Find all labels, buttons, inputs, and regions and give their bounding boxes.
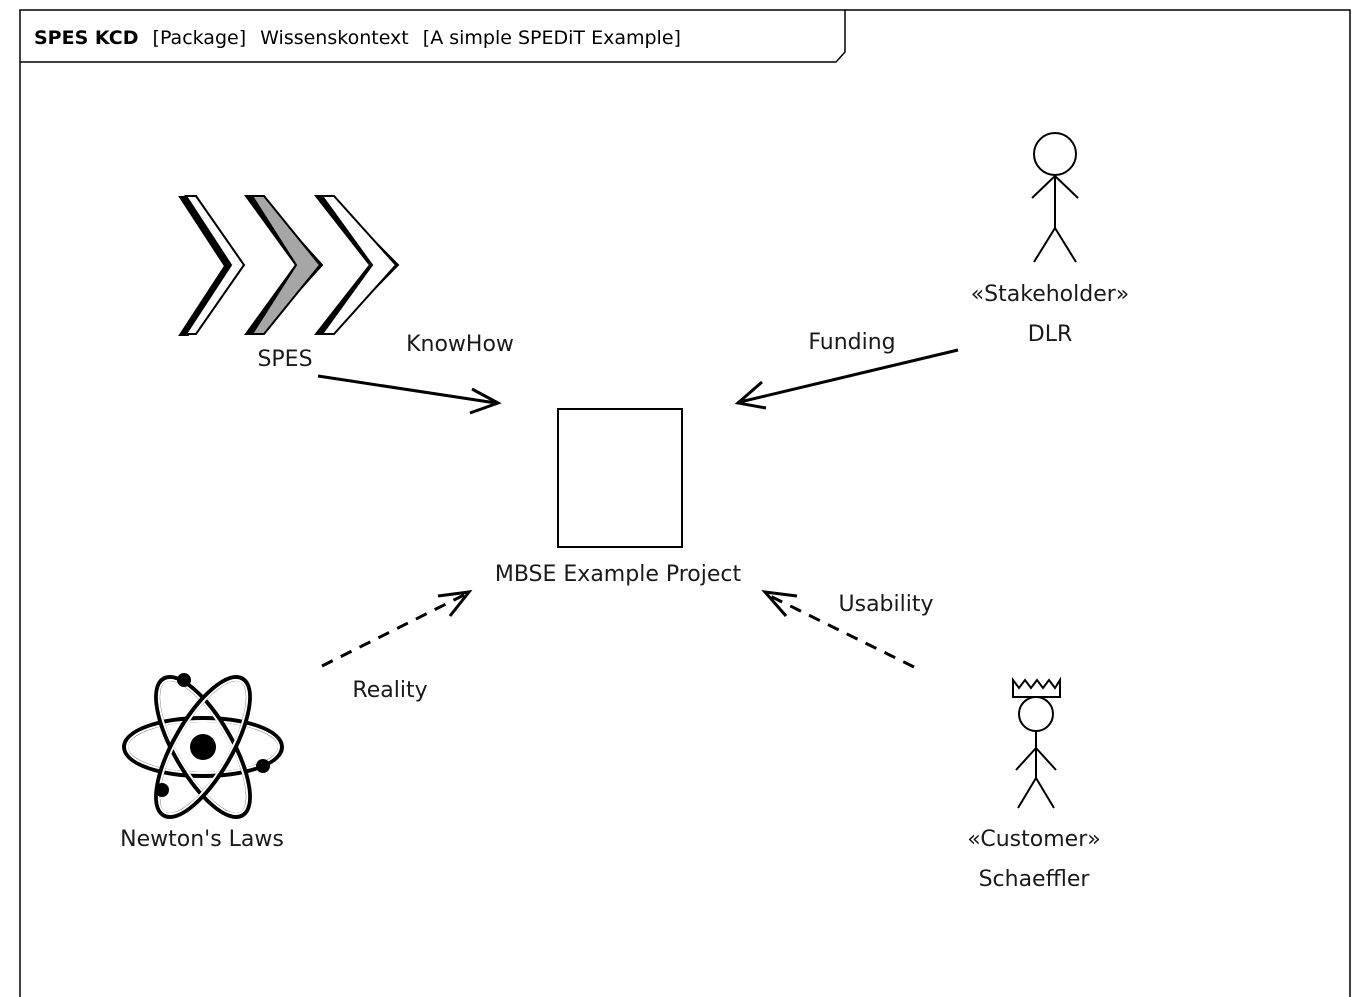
schaeffler-stereotype: «Customer»	[967, 827, 1100, 852]
schaeffler-label: Schaeffler	[979, 867, 1091, 892]
frame-context: [A simple SPEDiT Example]	[423, 27, 681, 49]
edge-funding[interactable]	[734, 348, 959, 410]
dlr-label: DLR	[1028, 322, 1072, 347]
atom-icon[interactable]	[122, 665, 284, 828]
edge-funding-label: Funding	[808, 330, 895, 355]
edge-reality-label: Reality	[352, 678, 427, 703]
stick-figure-icon[interactable]	[1031, 132, 1079, 263]
spes-label: SPES	[257, 347, 312, 372]
rectangle-block-icon[interactable]	[557, 408, 683, 548]
edge-reality[interactable]	[321, 590, 473, 668]
project-label: MBSE Example Project	[495, 562, 742, 587]
edge-usability[interactable]	[761, 590, 915, 669]
dlr-stereotype: «Stakeholder»	[971, 282, 1130, 307]
newton-label: Newton's Laws	[120, 827, 284, 852]
edge-usability-label: Usability	[839, 592, 934, 617]
edge-knowhow-label: KnowHow	[406, 332, 514, 357]
diagram-frame	[19, 9, 1351, 997]
frame-name: Wissenskontext	[260, 27, 409, 49]
crowned-stick-figure-icon[interactable]	[1012, 676, 1061, 809]
frame-title-tab	[20, 10, 846, 63]
frame-title[interactable]: SPES KCD [Package] Wissenskontext [A sim…	[34, 27, 681, 49]
edge-knowhow[interactable]	[317, 374, 502, 415]
frame-package-tag: [Package]	[153, 27, 247, 49]
chevron-arrows-icon[interactable]	[178, 195, 400, 336]
frame-kind: SPES KCD	[34, 27, 138, 49]
